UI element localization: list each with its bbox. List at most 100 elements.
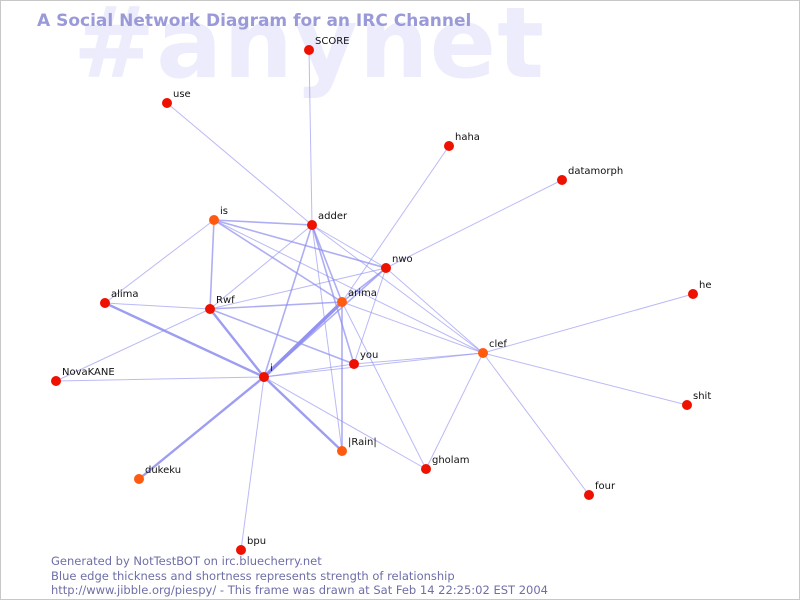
node-dot-arima <box>337 297 347 307</box>
footer-generator: Generated by NotTestBOT on irc.bluecherr… <box>51 554 322 568</box>
edge-adder-you <box>311 224 355 365</box>
edge-use-adder <box>166 102 313 226</box>
edge-arima-gholam <box>341 301 427 470</box>
node-i: i <box>259 363 273 382</box>
node-label-haha: haha <box>455 132 480 143</box>
edge-nwo-you <box>353 267 387 365</box>
edge-rwf-novakane <box>55 308 211 382</box>
edge-adder-arima <box>311 224 343 303</box>
diagram-title: A Social Network Diagram for an IRC Chan… <box>37 11 472 31</box>
edge-adder-rain <box>311 224 343 452</box>
edge-clef-four <box>482 352 590 496</box>
node-label-is: is <box>220 206 228 217</box>
node-novakane: NovaKANE <box>51 367 115 386</box>
node-dot-alima <box>100 298 110 308</box>
edge-clef-gholam <box>425 352 484 470</box>
edge-is-rwf <box>209 219 215 310</box>
node-dot-is <box>209 215 219 225</box>
node-label-bpu: bpu <box>247 536 266 547</box>
edge-arima-i <box>262 300 344 379</box>
node-clef: clef <box>478 339 507 358</box>
edge-score-adder <box>308 49 313 226</box>
edge-nwo-clef <box>385 267 484 354</box>
edge-i-rain <box>262 375 344 453</box>
edge-is-adder <box>213 219 313 226</box>
node-label-nwo: nwo <box>392 254 413 265</box>
edge-datamorph-nwo <box>385 179 563 269</box>
node-label-score: SCORE <box>315 36 349 47</box>
edge-haha-arima <box>341 145 450 303</box>
node-dot-i <box>259 372 269 382</box>
node-dot-four <box>584 490 594 500</box>
node-dot-bpu <box>236 545 246 555</box>
edge-he-clef <box>482 293 694 354</box>
node-label-alima: alima <box>111 289 139 300</box>
edge-adder-i <box>263 224 313 378</box>
node-label-i: i <box>270 363 273 374</box>
node-label-gholam: gholam <box>432 455 469 466</box>
node-dot-adder <box>307 220 317 230</box>
node-label-datamorph: datamorph <box>568 166 623 177</box>
node-dot-dukeku <box>134 474 144 484</box>
node-is: is <box>209 206 228 225</box>
node-dot-use <box>162 98 172 108</box>
node-label-shit: shit <box>693 391 711 402</box>
node-alima: alima <box>100 289 139 308</box>
edge-i-bpu <box>240 376 265 551</box>
node-arima: arima <box>337 288 377 307</box>
node-label-novakane: NovaKANE <box>62 367 115 378</box>
node-dot-score <box>304 45 314 55</box>
node-gholam: gholam <box>421 455 469 474</box>
node-rwf: Rwf <box>205 295 235 314</box>
edge-nwo-rwf <box>209 267 387 310</box>
node-dot-rwf <box>205 304 215 314</box>
node-dot-clef <box>478 348 488 358</box>
edge-rwf-arima <box>209 301 343 310</box>
edge-novakane-i <box>55 376 265 382</box>
node-label-arima: arima <box>348 288 377 299</box>
edge-adder-clef <box>311 224 484 354</box>
footer-legend: Blue edge thickness and shortness repres… <box>51 568 455 583</box>
node-dot-gholam <box>421 464 431 474</box>
edge-alima-rwf <box>104 302 211 310</box>
edge-adder-rwf <box>209 224 313 310</box>
node-dot-datamorph <box>557 175 567 185</box>
node-shit: shit <box>682 391 711 410</box>
node-datamorph: datamorph <box>557 166 623 185</box>
node-he: he <box>688 280 712 299</box>
node-four: four <box>584 481 616 500</box>
edge-is-nwo <box>213 219 387 269</box>
node-score: SCORE <box>304 36 349 55</box>
node-label-four: four <box>595 481 616 492</box>
node-bpu: bpu <box>236 536 266 555</box>
node-label-rain: |Rain| <box>348 437 377 448</box>
edge-is-clef <box>213 219 484 354</box>
edge-i-dukeku <box>137 375 266 481</box>
node-dot-you <box>349 359 359 369</box>
node-haha: haha <box>444 132 480 151</box>
node-label-adder: adder <box>318 211 348 222</box>
node-dot-haha <box>444 141 454 151</box>
edge-rwf-i <box>208 307 266 379</box>
edge-adder-nwo <box>311 224 387 269</box>
node-label-he: he <box>699 280 712 291</box>
node-adder: adder <box>307 211 348 230</box>
node-dukeku: dukeku <box>134 465 181 484</box>
edge-alima-i <box>103 301 266 379</box>
edge-clef-you <box>353 352 484 365</box>
node-rain: |Rain| <box>337 437 377 456</box>
node-dot-novakane <box>51 376 61 386</box>
node-label-dukeku: dukeku <box>145 465 181 476</box>
node-you: you <box>349 350 378 369</box>
footer-timestamp: http://www.jibble.org/piespy/ - This fra… <box>51 583 548 597</box>
edge-i-you <box>263 363 355 378</box>
edge-i-gholam <box>263 376 427 470</box>
edge-arima-clef <box>341 301 484 354</box>
node-label-use: use <box>173 89 191 100</box>
edge-layer <box>55 49 694 551</box>
node-dot-nwo <box>381 263 391 273</box>
node-dot-shit <box>682 400 692 410</box>
